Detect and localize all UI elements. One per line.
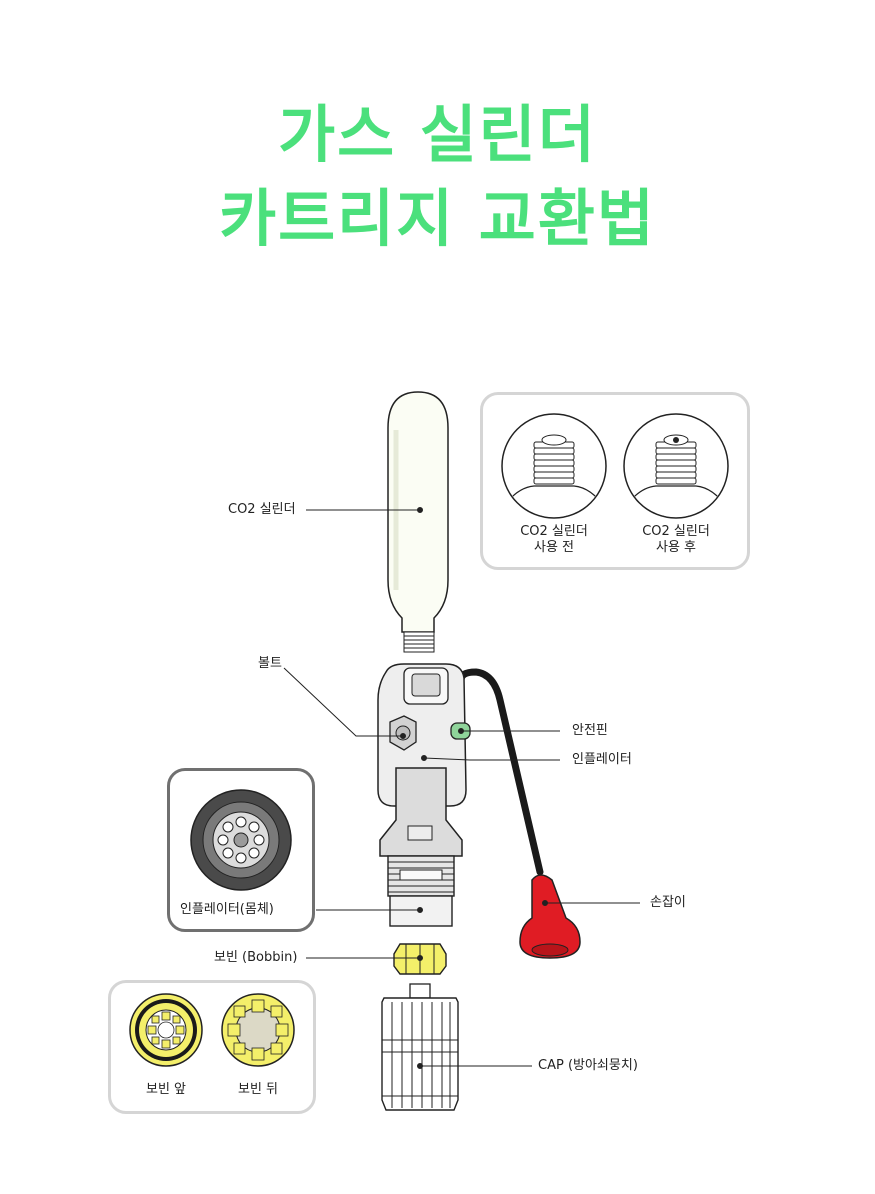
- title-line-2: 카트리지 교환법: [219, 182, 656, 255]
- label-safety-pin: 안전핀: [572, 723, 608, 738]
- label-bolt: 볼트: [258, 656, 282, 671]
- leader-lines: [283, 507, 640, 1069]
- label-inflator-body: 인플레이터(몸체): [180, 902, 274, 917]
- label-inflator: 인플레이터: [572, 752, 632, 767]
- inset-bobbin-front: [129, 993, 203, 1067]
- handle-cord: [457, 668, 544, 876]
- label-co2-cylinder: CO2 실린더: [228, 502, 296, 517]
- label-cylinder-after-line1: CO2 실린더: [642, 524, 710, 539]
- label-cylinder-before: CO2 실린더 사용 전: [504, 524, 604, 555]
- inflator-head: [377, 663, 467, 807]
- co2-cylinder: [387, 391, 449, 653]
- inflator-body: [379, 767, 463, 927]
- inset-bobbin-back: [221, 993, 295, 1067]
- label-bobbin-back: 보빈 뒤: [237, 1082, 278, 1097]
- label-cylinder-after: CO2 실린더 사용 후: [626, 524, 726, 555]
- label-cylinder-before-line1: CO2 실린더: [520, 524, 588, 539]
- label-cylinder-before-line2: 사용 전: [533, 539, 574, 555]
- label-bobbin-front: 보빈 앞: [145, 1082, 186, 1097]
- red-handle: [519, 874, 581, 959]
- inset-cylinder-after: [623, 413, 729, 519]
- title-line-1: 가스 실린더: [278, 98, 597, 171]
- inset-cylinder-before: [501, 413, 607, 519]
- label-bobbin: 보빈 (Bobbin): [214, 950, 298, 965]
- inset-inflator-body: [190, 789, 292, 891]
- cap: [381, 983, 459, 1111]
- label-handle: 손잡이: [650, 895, 686, 910]
- label-cylinder-after-line2: 사용 후: [655, 539, 696, 555]
- label-cap: CAP (방아쇠뭉치): [538, 1058, 638, 1073]
